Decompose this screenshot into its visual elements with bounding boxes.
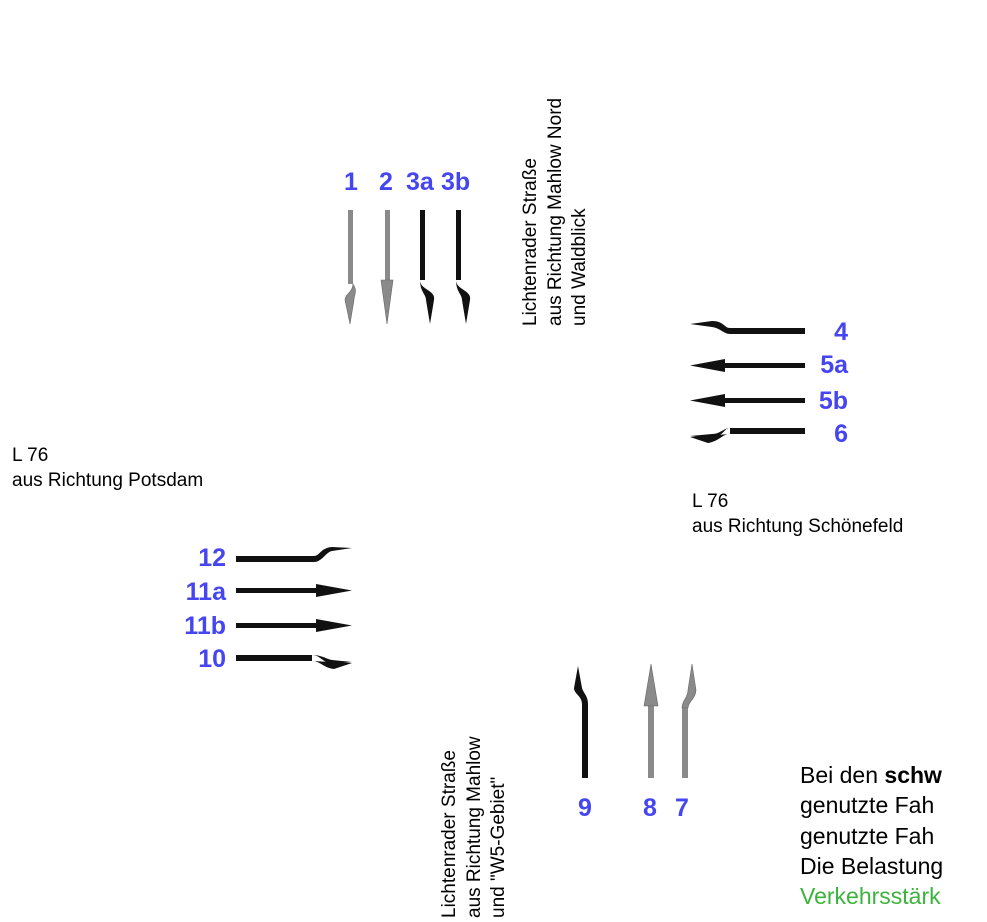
lane-number-2: 2 (379, 168, 393, 196)
north-label-line-3: und Waldblick (569, 208, 591, 326)
east-arrow-4 (690, 321, 805, 334)
east-arrow-5a (690, 359, 805, 372)
north-arrow-1 (344, 210, 356, 325)
lane-number-5b: 5b (818, 387, 848, 415)
north-approach-label: Lichtenrader Straße aus Richtung Mahlow … (519, 98, 593, 326)
lane-number-9: 9 (578, 794, 592, 822)
west-arrow-11a (236, 584, 352, 597)
west-arrow-12 (236, 547, 352, 562)
note-line-3: genutzte Fah (800, 822, 935, 849)
note-line-1-text: Bei den (800, 762, 885, 788)
west-approach-label: L 76 aus Richtung Potsdam (12, 444, 203, 493)
east-arrow-5b (690, 394, 805, 407)
note-line-4: Die Belastung (800, 853, 944, 880)
east-label-line-2: aus Richtung Schönefeld (692, 515, 904, 537)
north-label-line-1: Lichtenrader Straße (520, 158, 541, 326)
lane-number-3b: 3b (441, 168, 471, 196)
west-arrow-11b (236, 619, 352, 632)
lane-number-10: 10 (198, 645, 226, 673)
lane-number-3a: 3a (406, 168, 434, 196)
south-label-line-3: und "W5-Gebiet" (488, 776, 510, 918)
east-label-line-1: L 76 (692, 491, 729, 512)
north-arrow-3b (456, 210, 471, 324)
west-arrow-10 (236, 655, 352, 669)
east-approach-label: L 76 aus Richtung Schönefeld (692, 490, 903, 539)
note-line-5: Verkehrsstärk (800, 883, 941, 910)
east-arrow-6 (690, 428, 805, 443)
note-line-2: genutzte Fah (800, 792, 935, 819)
south-arrow-7 (681, 663, 697, 778)
south-arrow-8 (643, 663, 659, 778)
lane-number-7: 7 (675, 794, 689, 822)
lane-number-5a: 5a (820, 351, 848, 379)
lane-number-4: 4 (834, 318, 848, 346)
lane-number-11a: 11a (185, 578, 226, 606)
north-label-line-2: aus Richtung Mahlow Nord (544, 97, 566, 326)
south-arrow-9 (574, 666, 588, 778)
lane-number-1: 1 (344, 168, 358, 196)
lane-number-8: 8 (643, 794, 657, 822)
south-approach-label: Lichtenrader Straße aus Richtung Mahlow … (438, 736, 512, 918)
lane-number-6: 6 (834, 420, 848, 448)
north-arrow-3a (420, 210, 435, 324)
lane-number-12: 12 (198, 544, 226, 572)
west-label-line-1: L 76 (12, 445, 49, 466)
note-line-1: Bei den schw (800, 760, 943, 790)
west-label-line-2: aus Richtung Potsdam (12, 469, 204, 491)
south-label-line-2: aus Richtung Mahlow (463, 736, 485, 918)
lane-number-11b: 11b (184, 612, 226, 640)
note-line-1-bold: schw (884, 762, 942, 788)
north-arrow-2 (380, 210, 394, 325)
south-label-line-1: Lichtenrader Straße (439, 750, 460, 918)
legend-note: Bei den schw genutzte Fah genutzte Fah D… (800, 760, 943, 912)
